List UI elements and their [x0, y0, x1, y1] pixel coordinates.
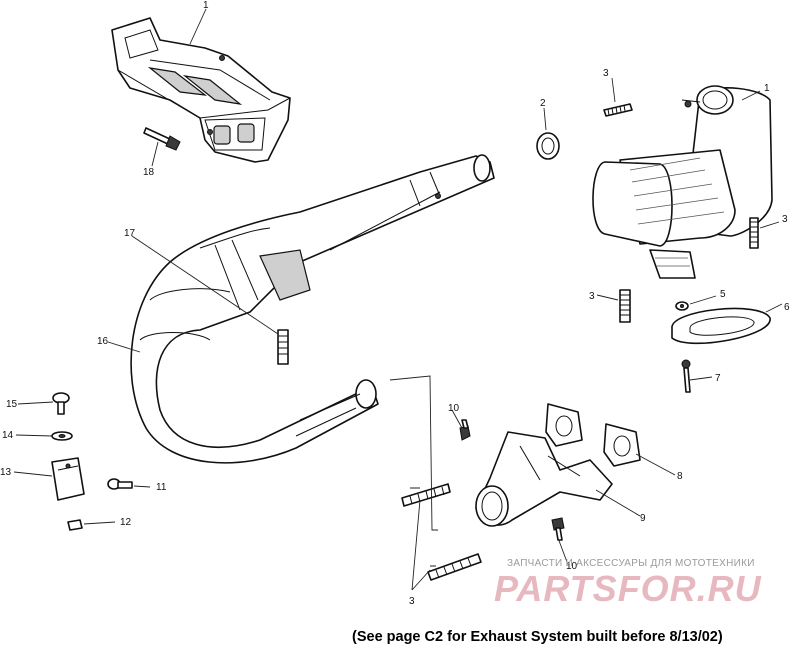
gasket-part-2[interactable]: [536, 132, 560, 160]
callout-11: 11: [156, 482, 167, 493]
footnote-text: (See page C2 for Exhaust System built be…: [352, 629, 723, 645]
bracket-part-1[interactable]: [111, 17, 291, 163]
callout-10-upper: 10: [448, 403, 460, 414]
callout-5: 5: [720, 289, 726, 300]
callout-9: 9: [640, 513, 646, 524]
spring-part-3-b[interactable]: [749, 217, 759, 249]
callout-3-mid: 3: [589, 291, 595, 302]
spring-part-3-a[interactable]: [603, 103, 633, 117]
callout-8: 8: [677, 471, 683, 482]
silencer-part-1[interactable]: [592, 85, 773, 279]
callout-1-top: 1: [203, 0, 209, 11]
expansion-pipe-part-16[interactable]: [130, 154, 495, 464]
spring-part-3-c[interactable]: [619, 289, 631, 323]
callout-6: 6: [784, 302, 790, 313]
callout-15: 15: [6, 399, 18, 410]
bolt-part-10-a[interactable]: [459, 419, 471, 441]
spring-part-3-d[interactable]: [401, 483, 451, 507]
bolt-part-10-b[interactable]: [551, 517, 565, 541]
callout-14: 14: [2, 430, 14, 441]
callout-3-top: 3: [603, 68, 609, 79]
watermark-logo: PARTSFOR.RU: [494, 568, 762, 608]
bolt-part-11[interactable]: [107, 478, 133, 490]
washer-part-14[interactable]: [51, 431, 73, 441]
callout-3-bottom: 3: [409, 596, 415, 607]
gasket-part-8-a[interactable]: [545, 403, 583, 447]
callout-13: 13: [0, 467, 12, 478]
callout-1-right: 1: [764, 83, 770, 94]
callout-10-lower: 10: [566, 561, 578, 572]
bolt-part-18[interactable]: [143, 127, 181, 151]
callout-labels: 1 1 2 3 3 3 3 5 6 7 8 9 10 10 11 12 13 1…: [0, 0, 790, 607]
gasket-part-6[interactable]: [671, 307, 771, 345]
svg-text:PARTSFOR.RU: PARTSFOR.RU: [494, 568, 762, 608]
bracket-part-13[interactable]: [51, 457, 85, 501]
gasket-part-8-b[interactable]: [603, 423, 641, 467]
bolt-part-15[interactable]: [52, 392, 70, 415]
nut-part-12[interactable]: [67, 519, 83, 531]
washer-part-5[interactable]: [675, 301, 689, 311]
watermark-tagline: ЗАПЧАСТИ И АКСЕССУАРЫ ДЛЯ МОТОТЕХНИКИ: [507, 558, 755, 569]
callout-16: 16: [97, 336, 109, 347]
callout-17: 17: [124, 228, 136, 239]
leader-lines: [13, 8, 783, 591]
callout-2: 2: [540, 98, 546, 109]
manifold-part-9[interactable]: [475, 431, 613, 527]
bolt-part-7[interactable]: [681, 359, 691, 393]
spring-part-17[interactable]: [277, 329, 289, 365]
callout-7: 7: [715, 373, 721, 384]
spring-part-3-e[interactable]: [427, 553, 482, 581]
callout-12: 12: [120, 517, 132, 528]
callout-18: 18: [143, 167, 155, 178]
callout-3-right: 3: [782, 214, 788, 225]
